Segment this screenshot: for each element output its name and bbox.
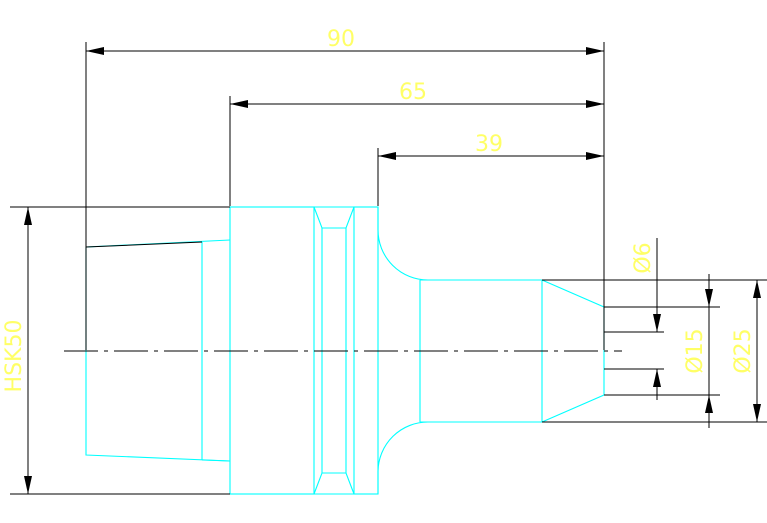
dimension-hsk50-label: HSK50 xyxy=(2,320,27,393)
dimension-39-label: 39 xyxy=(475,132,503,157)
dimension-39: 39 xyxy=(378,132,604,160)
dimension-diameter-6-label: Ø6 xyxy=(631,242,656,273)
groove-outline xyxy=(313,206,355,495)
dimension-diameter-15-label: Ø15 xyxy=(683,328,708,373)
lower-fillet xyxy=(377,421,429,494)
dimension-hsk50: HSK50 xyxy=(2,207,32,494)
dimension-diameter-15: Ø15 xyxy=(683,274,713,428)
dimension-90: 90 xyxy=(86,27,604,55)
dimension-90-label: 90 xyxy=(327,27,355,52)
dimension-65-label: 65 xyxy=(399,80,427,105)
dimension-diameter-6: Ø6 xyxy=(631,238,661,400)
dimension-65: 65 xyxy=(230,80,604,108)
taper-bottom-step xyxy=(201,459,231,462)
dimension-diameter-25: Ø25 xyxy=(731,280,761,422)
extension-lines xyxy=(10,42,767,495)
dimension-diameter-25-label: Ø25 xyxy=(731,328,756,373)
upper-fillet xyxy=(377,207,429,281)
